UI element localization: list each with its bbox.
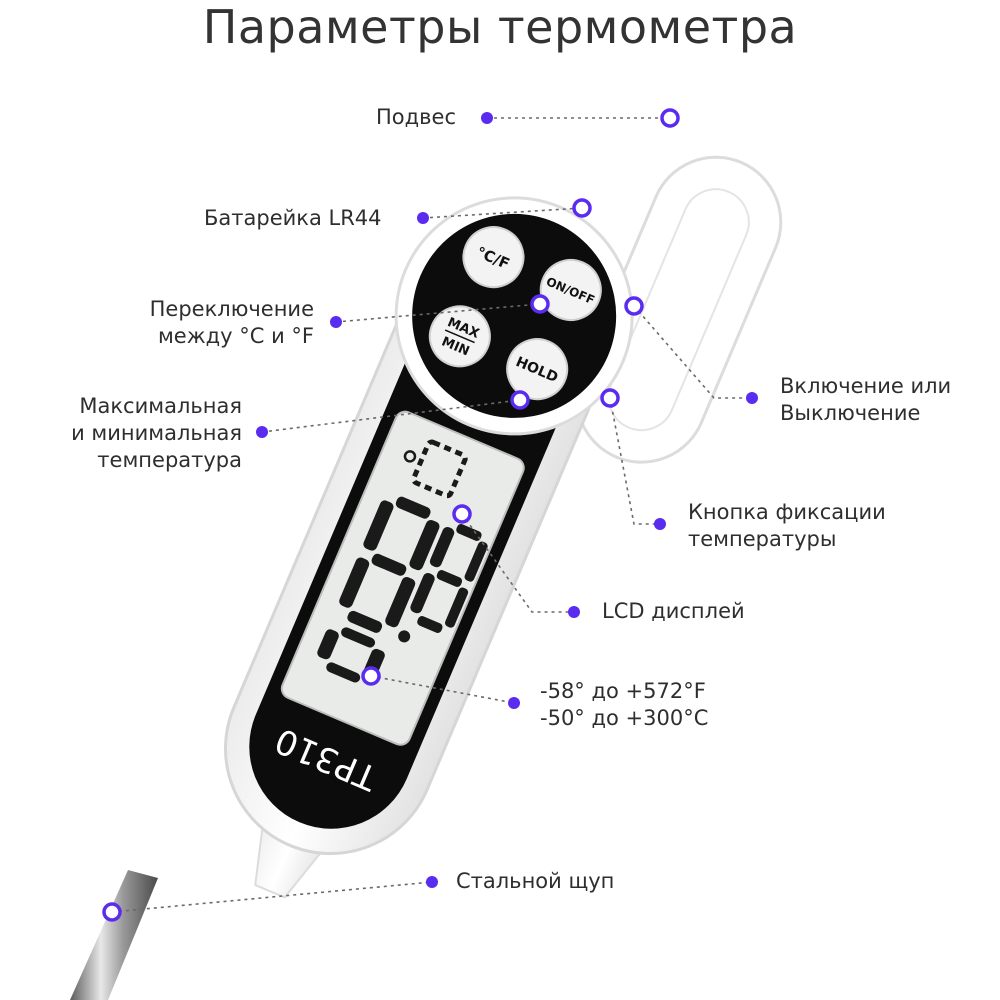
lcd-unit-indicator (403, 439, 468, 499)
unit-switch-ring (530, 294, 550, 314)
battery-dot (417, 212, 429, 224)
hanger-dot (481, 112, 493, 124)
unit-switch-button[interactable]: °C/F (454, 218, 533, 297)
page-title: Параметры термометра (202, 0, 798, 54)
label-hold: Кнопка фиксации температуры (688, 500, 886, 551)
lcd-display (280, 410, 525, 746)
leader-lines (111, 117, 752, 913)
hold-ring (600, 388, 620, 408)
battery-ring (572, 198, 592, 218)
label-unit-switch: Переключение между °C и °F (149, 297, 314, 348)
hanger-ring (660, 108, 680, 128)
steel-probe (70, 870, 158, 1000)
callout-markers (102, 108, 758, 922)
label-max-min: Максимальная и минимальная температура (71, 394, 242, 472)
lcd-ring (452, 504, 472, 524)
hold-button[interactable]: HOLD (498, 330, 577, 409)
power-button[interactable]: ON/OFF (531, 251, 610, 330)
label-probe: Стальной щуп (456, 869, 615, 893)
hold-dot (654, 518, 666, 530)
max-min-ring (510, 390, 530, 410)
max-min-button[interactable]: MAX MIN (421, 297, 500, 376)
power-dot (746, 392, 758, 404)
label-range: -58° до +572°F -50° до +300°C (540, 679, 709, 730)
range-ring (361, 666, 381, 686)
probe-dot (426, 876, 438, 888)
thermometer-body: °C/F ON/OFF MAX MIN HOLD (224, 155, 783, 899)
label-hanger: Подвес (376, 105, 457, 129)
unit-switch-dot (330, 316, 342, 328)
label-lcd: LCD дисплей (602, 599, 745, 623)
lcd-dot (568, 606, 580, 618)
lcd-digits (317, 496, 488, 683)
probe-ring (102, 902, 122, 922)
power-ring (624, 296, 644, 316)
label-power: Включение или Выключение (780, 374, 952, 425)
label-battery: Батарейка LR44 (204, 206, 382, 230)
max-min-dot (256, 426, 268, 438)
range-dot (508, 697, 520, 709)
